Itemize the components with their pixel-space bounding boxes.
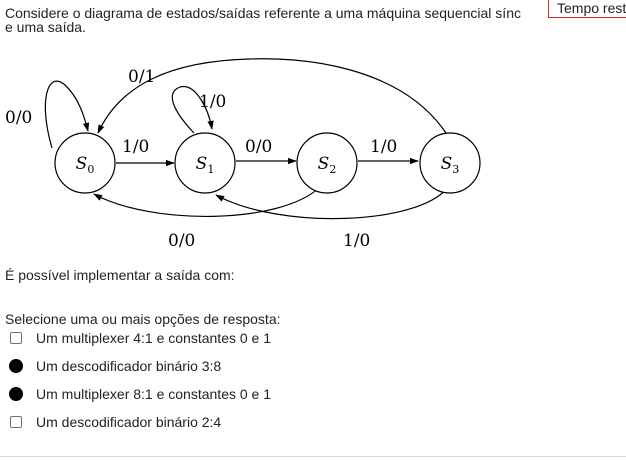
state-s0-label: S0 <box>76 154 95 176</box>
divider <box>0 456 626 457</box>
answer-instruction: Selecione uma ou mais opções de resposta… <box>5 311 281 327</box>
checked-checkbox-icon[interactable] <box>9 387 23 401</box>
label-s3-s1: 1/0 <box>343 231 370 251</box>
answer-option-1[interactable]: Um multiplexer 4:1 e constantes 0 e 1 <box>0 326 360 350</box>
label-s0-s1: 1/0 <box>122 137 149 157</box>
question-prompt: É possível implementar a saída com: <box>5 267 235 283</box>
state-s3-label: S3 <box>441 154 460 176</box>
state-s3 <box>419 132 481 194</box>
answer-option-label: Um descodificador binário 3:8 <box>36 358 222 374</box>
transition-s1-self-arrow <box>171 86 214 134</box>
label-s1-s2: 0/0 <box>245 137 272 157</box>
answer-option-4[interactable]: Um descodificador binário 2:4 <box>0 410 360 434</box>
transition-s3-s0-arrow <box>97 58 447 134</box>
label-s3-s0: 0/1 <box>128 67 155 87</box>
transition-s2-s0-arrow <box>93 186 321 217</box>
state-s0 <box>54 132 116 194</box>
transition-s0-self-arrow <box>44 80 90 149</box>
answer-option-3[interactable]: Um multiplexer 8:1 e constantes 0 e 1 <box>0 382 360 406</box>
state-diagram: S0 S1 S2 S3 0/0 1/0 1/0 0/0 1/0 0/1 0/0 … <box>5 58 481 251</box>
state-s1 <box>174 132 236 194</box>
state-s2-label: S2 <box>318 154 337 176</box>
answer-option-label: Um descodificador binário 2:4 <box>36 414 222 430</box>
state-s2 <box>296 132 358 194</box>
label-s0-self: 0/0 <box>5 108 32 128</box>
time-remaining-badge: Tempo rest <box>548 0 626 18</box>
checkbox-icon[interactable] <box>10 332 22 344</box>
state-s1-label: S1 <box>196 154 215 176</box>
question-text-line1: Considere o diagrama de estados/saídas r… <box>5 5 521 21</box>
answer-option-label: Um multiplexer 4:1 e constantes 0 e 1 <box>36 330 272 346</box>
answer-option-label: Um multiplexer 8:1 e constantes 0 e 1 <box>36 386 272 402</box>
transition-s3-s1-arrow <box>215 186 449 220</box>
answer-option-2[interactable]: Um descodificador binário 3:8 <box>0 354 360 378</box>
question-text: Considere o diagrama de estados/saídas r… <box>5 6 545 34</box>
label-s2-s0: 0/0 <box>168 231 195 251</box>
question-text-line2: e uma saída. <box>5 19 86 35</box>
label-s1-self: 1/0 <box>199 92 226 112</box>
checkbox-icon[interactable] <box>10 416 22 428</box>
checked-checkbox-icon[interactable] <box>9 359 23 373</box>
label-s2-s3: 1/0 <box>370 137 397 157</box>
